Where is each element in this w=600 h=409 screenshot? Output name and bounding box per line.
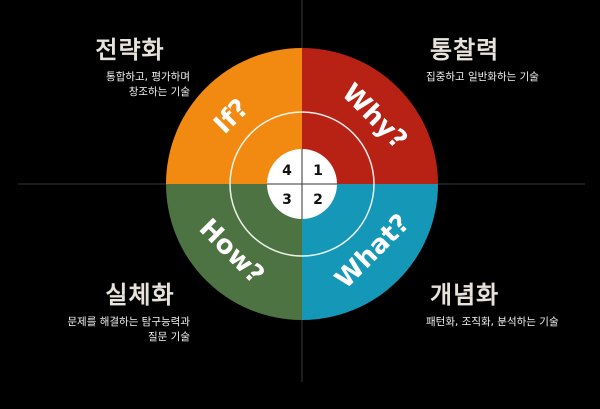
- number-1: 1: [313, 163, 323, 179]
- quadrant-bottom-right: [302, 184, 438, 320]
- label-top-left: 전략화 통합하고, 평가하며 창조하는 기술: [40, 36, 190, 100]
- desc-realization-2: 질문 기술: [148, 331, 190, 343]
- title-strategy: 전략화: [95, 36, 165, 64]
- label-top-right: 통찰력 집중하고 일반화하는 기술: [426, 36, 596, 85]
- title-insight: 통찰력: [430, 36, 500, 64]
- quadrant-top-right: [302, 48, 438, 184]
- number-4: 4: [282, 163, 292, 179]
- label-bottom-right: 개념화 패턴화, 조직화, 분석하는 기술: [426, 281, 596, 330]
- quadrant-bottom-left: [166, 184, 302, 320]
- label-bottom-left: 실체화 문제를 해결하는 탐구능력과 질문 기술: [20, 281, 190, 345]
- number-3: 3: [282, 192, 292, 208]
- desc-strategy-1: 통합하고, 평가하며: [106, 71, 190, 83]
- quadrant-top-left: [166, 48, 302, 184]
- desc-conceptualization-1: 패턴화, 조직화, 분석하는 기술: [426, 316, 559, 328]
- inner-ring: [229, 111, 375, 257]
- desc-realization-1: 문제를 해결하는 탐구능력과: [67, 316, 190, 328]
- number-2: 2: [313, 192, 323, 208]
- desc-strategy-2: 창조하는 기술: [128, 86, 190, 98]
- title-conceptualization: 개념화: [430, 281, 500, 309]
- title-realization: 실체화: [105, 281, 175, 309]
- desc-insight-1: 집중하고 일반화하는 기술: [426, 71, 539, 83]
